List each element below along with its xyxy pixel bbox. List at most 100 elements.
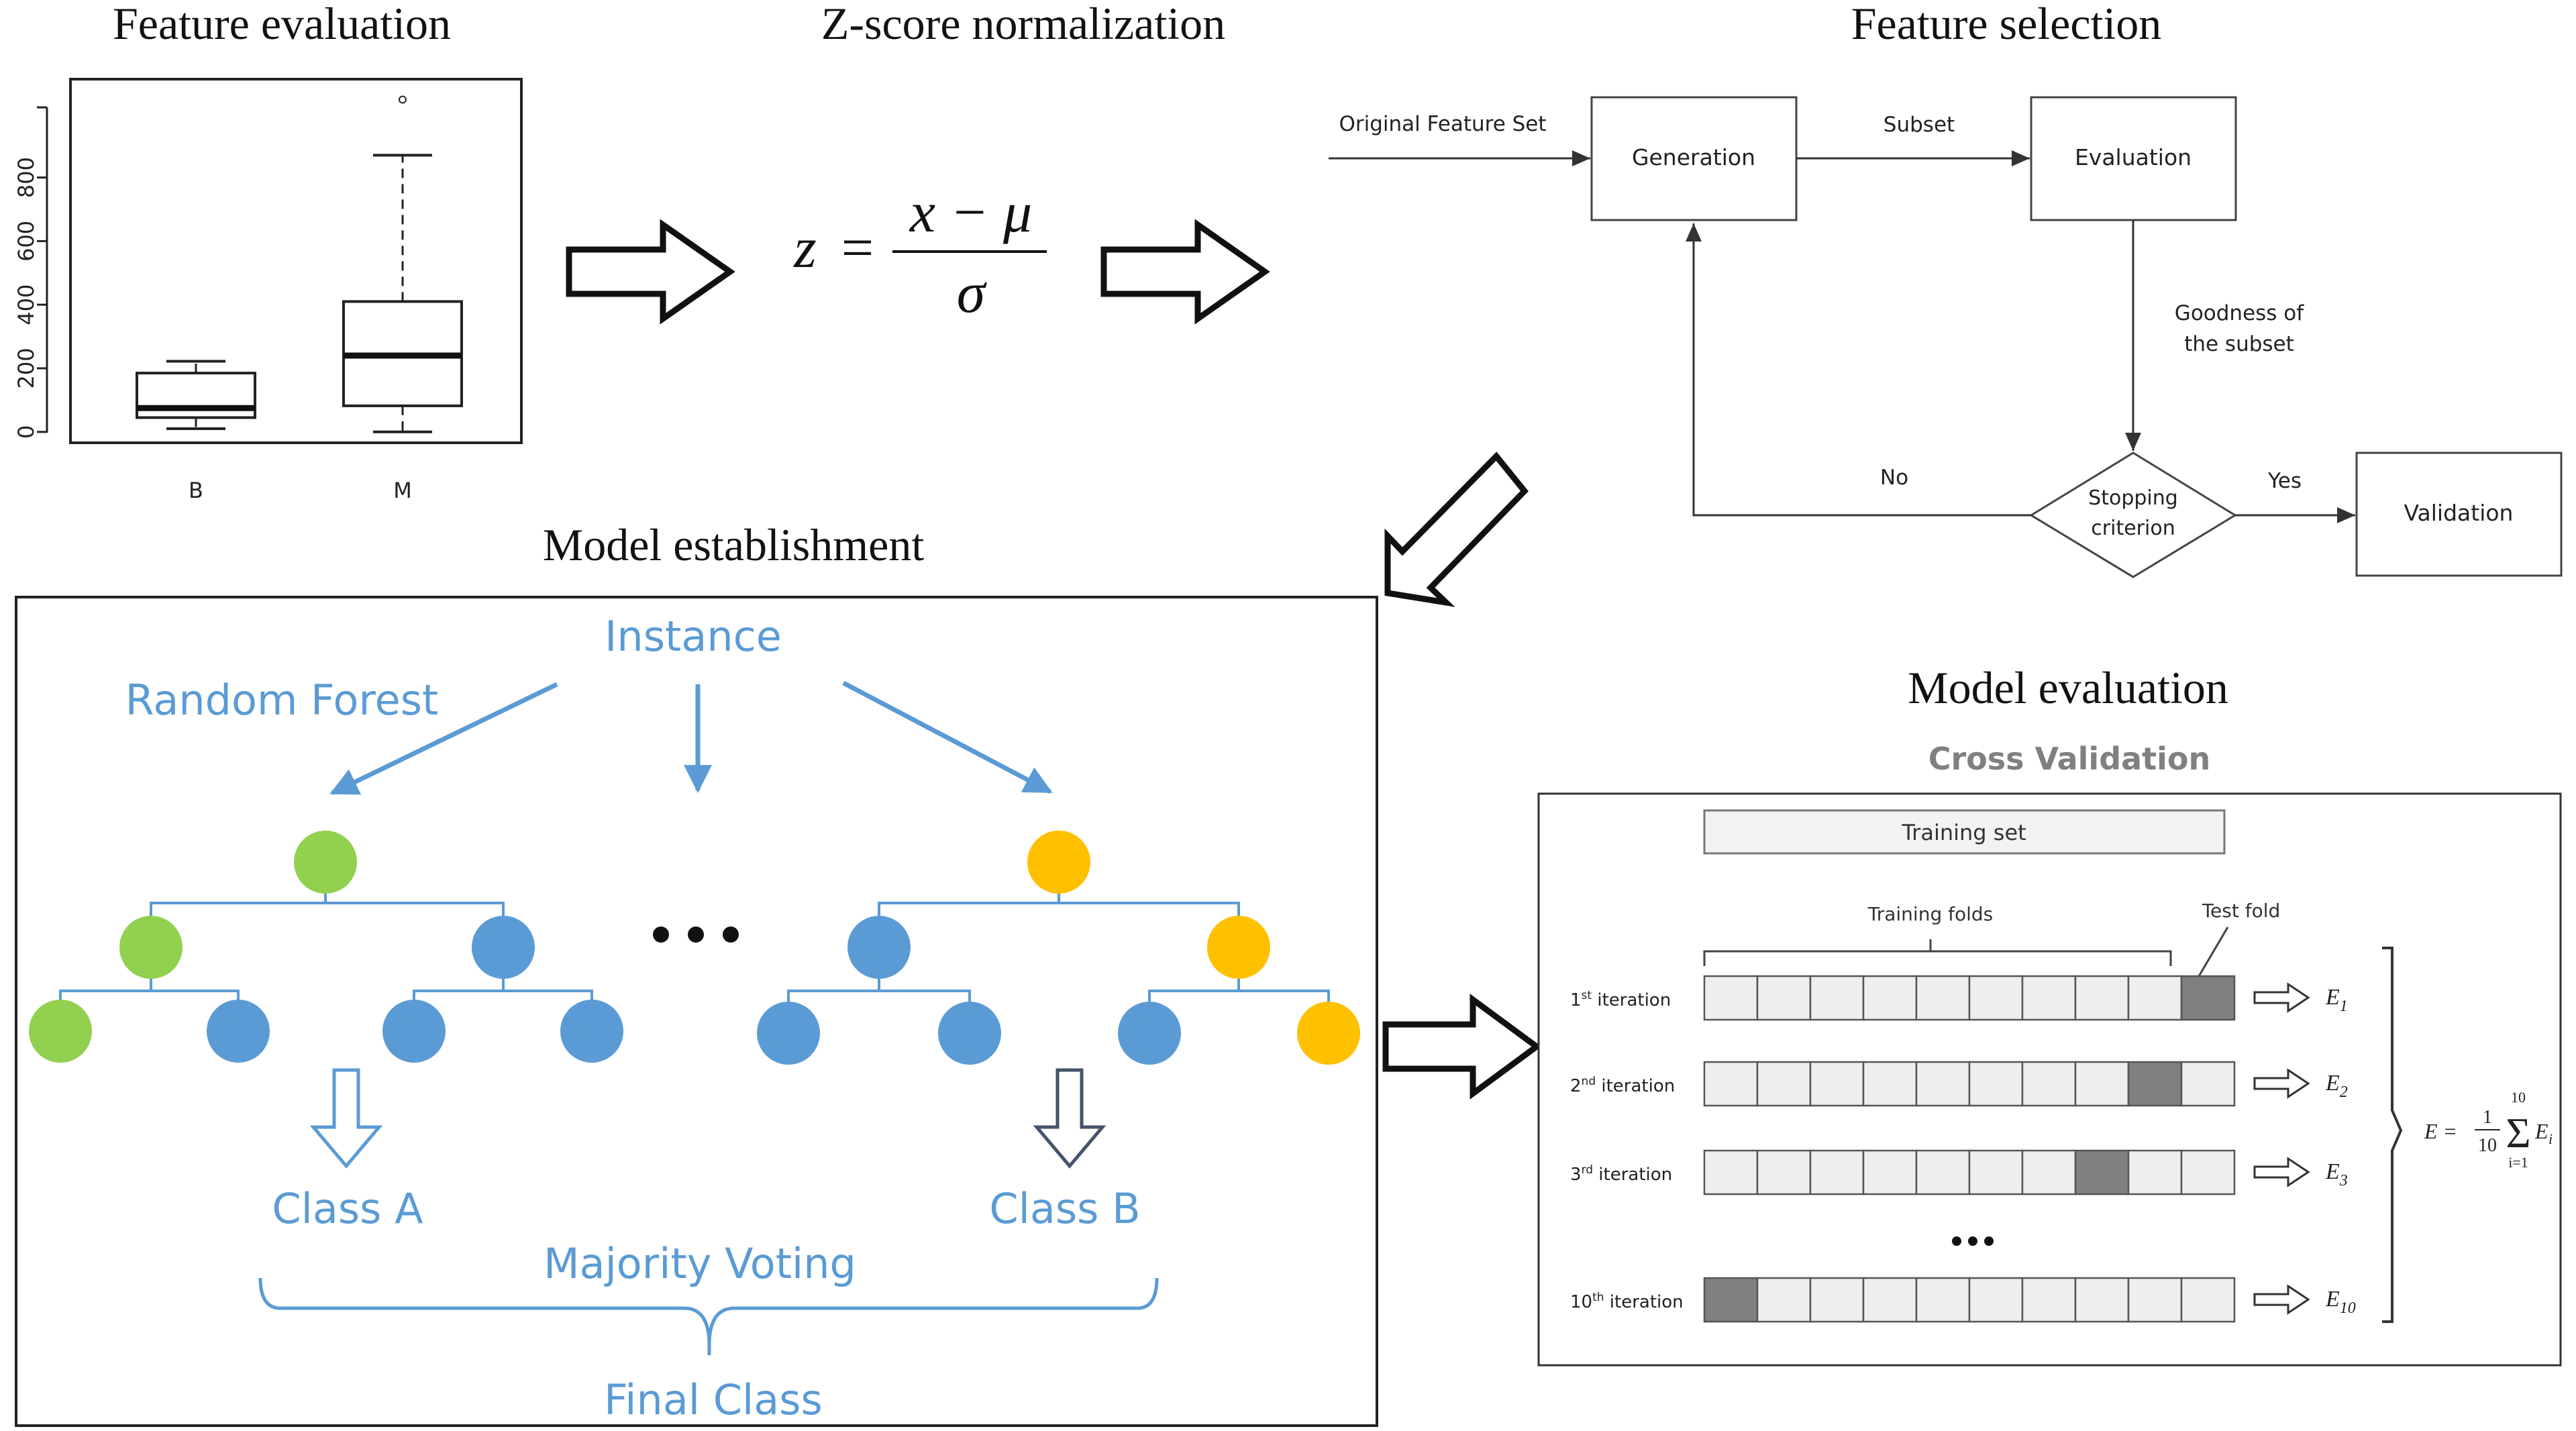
left-tree-node-l [119, 916, 183, 979]
training-fold-cell [2180, 1061, 2236, 1107]
trees-ellipsis [653, 926, 739, 943]
training-fold-cell [2021, 975, 2077, 1021]
error-arrow [2253, 1068, 2310, 1099]
right-tree-leaf-4 [1297, 1002, 1360, 1065]
class-b-label: Class B [989, 1184, 1140, 1233]
training-fold-cell [1703, 975, 1759, 1021]
no-label: No [1880, 466, 1908, 490]
error-base: E [2325, 985, 2340, 1010]
error-label: E2 [2325, 1071, 2348, 1101]
training-fold-cell [1915, 1061, 1971, 1107]
original-feature-set-label: Original Feature Set [1339, 112, 1546, 136]
training-fold-cell [1915, 975, 1971, 1021]
boxplot-frame [69, 78, 523, 444]
iteration-number: 2 [1570, 1076, 1582, 1096]
model-establishment-title: Model establishment [543, 519, 925, 570]
training-fold-cell [1756, 1061, 1812, 1107]
training-fold-cell [1809, 1277, 1865, 1323]
formula-term-sub: i [2548, 1130, 2553, 1147]
iteration-word: iteration [1596, 1076, 1675, 1096]
error-arrow [2253, 1284, 2310, 1315]
iteration-row: 1 st iteration E1 [1570, 975, 2348, 1021]
validation-box [2355, 452, 2563, 577]
test-fold-cell [2127, 1061, 2183, 1107]
hollow-arrow-right-3 [1382, 994, 1542, 1100]
error-subscript: 2 [2340, 1083, 2348, 1101]
iteration-number: 10 [1570, 1292, 1592, 1312]
training-fold-cell [2127, 1149, 2183, 1196]
training-fold-cell [2127, 975, 2183, 1021]
evaluation-box [2030, 96, 2237, 221]
error-base: E [2325, 1287, 2340, 1312]
cross-validation-title: Cross Validation [1928, 741, 2211, 777]
hollow-arrow-right-2 [1100, 219, 1270, 325]
iteration-word: iteration [1592, 990, 1671, 1010]
iteration-word: iteration [1604, 1292, 1684, 1312]
right-tree-leaf-3 [1118, 1002, 1181, 1065]
generation-box [1590, 96, 1798, 221]
iteration-suffix: rd [1582, 1163, 1593, 1177]
formula-sum-sigma: Σ [2506, 1109, 2530, 1157]
left-tree-root-node [294, 831, 357, 894]
training-fold-cell [1809, 1061, 1865, 1107]
instance-arrow-left [329, 682, 558, 796]
test-fold-cell [2074, 1149, 2130, 1196]
boxplot-x-label: M [393, 478, 412, 503]
stopping-label-line2: criterion [2091, 517, 2175, 540]
iteration-suffix: th [1592, 1291, 1604, 1304]
right-tree-leaf-1 [757, 1002, 820, 1065]
boxplot-y-tick-label: 200 [13, 348, 39, 388]
class-a-down-arrow [309, 1068, 383, 1169]
stopping-criterion-diamond [2029, 452, 2237, 578]
iteration-label: 2nd iteration [1570, 1075, 1675, 1096]
training-fold-cell [1809, 1149, 1865, 1196]
training-fold-cell [2180, 1149, 2236, 1196]
training-fold-cell [1756, 1149, 1812, 1196]
evaluation-label: Evaluation [2075, 144, 2192, 170]
final-class-label: Final Class [604, 1375, 823, 1424]
formula-frac-den: 10 [2478, 1135, 2497, 1156]
test-fold-pointer [2198, 926, 2229, 977]
average-error-formula: E = 1 10 10 Σ i=1 E i [2424, 1089, 2553, 1171]
error-label: E1 [2325, 985, 2348, 1015]
training-fold-cell [1703, 1149, 1759, 1196]
zscore-formula: z = x − μ σ [793, 180, 1047, 325]
error-subscript: 1 [2340, 998, 2348, 1015]
training-fold-cell [1968, 975, 2024, 1021]
training-fold-cell [1756, 1277, 1812, 1323]
test-fold-cell [1703, 1277, 1759, 1323]
goodness-label-line1: Goodness of [2175, 301, 2304, 325]
feature-selection-flowchart: Original Feature Set Generation Subset E… [1329, 96, 2563, 578]
error-arrow [2253, 1157, 2310, 1187]
training-fold-cell [2074, 1061, 2130, 1107]
training-fold-cell [2127, 1277, 2183, 1323]
iteration-suffix: st [1582, 989, 1592, 1002]
iteration-number: 3 [1570, 1165, 1582, 1185]
training-fold-cell [1703, 1061, 1759, 1107]
training-fold-cell [1862, 1061, 1918, 1107]
formula-term: E [2534, 1119, 2548, 1143]
zscore-title: Z-score normalization [821, 0, 1225, 49]
boxplot-y-tick-label: 600 [13, 221, 39, 262]
error-base: E [2325, 1071, 2340, 1096]
formula-numerator: x − μ [909, 180, 1032, 244]
training-fold-cell [2021, 1149, 2077, 1196]
training-fold-cell [2180, 1277, 2236, 1323]
formula-sum-bottom: i=1 [2508, 1154, 2528, 1171]
majority-voting-label: Majority Voting [544, 1239, 856, 1288]
training-fold-cell [2021, 1061, 2077, 1107]
error-base: E [2325, 1159, 2340, 1184]
boxplot-box-b [136, 360, 256, 431]
instance-arrow-right [842, 680, 1053, 794]
training-folds-bracket [1703, 950, 2172, 966]
no-feedback-arrow [1686, 223, 2031, 517]
random-forest-panel: Instance Random Forest [15, 596, 1378, 1427]
training-fold-cell [2074, 1277, 2130, 1323]
goodness-label-line2: the subset [2184, 332, 2294, 356]
training-set-label: Training set [1901, 820, 2026, 845]
subset-label: Subset [1884, 113, 1955, 137]
class-b-down-arrow [1033, 1068, 1106, 1169]
boxplot-box-m [342, 95, 463, 433]
